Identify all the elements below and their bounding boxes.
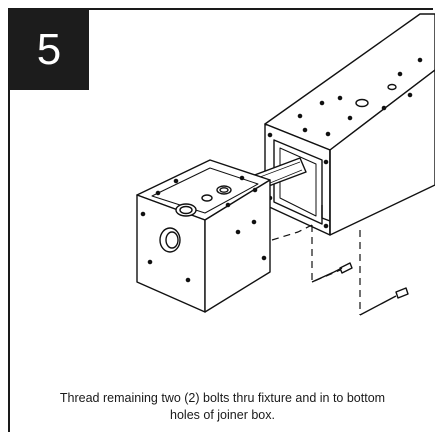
bolt-alignment-lines (271, 224, 361, 315)
assembly-illustration (136, 13, 435, 316)
instruction-line-1: Thread remaining two (2) bolts thru fixt… (59, 391, 386, 405)
instruction-caption: Thread remaining two (2) bolts thru fixt… (10, 390, 435, 424)
step-number: 5 (36, 24, 62, 74)
fixture-block (136, 159, 271, 313)
step-number-badge: 5 (9, 9, 89, 90)
bolt-1 (311, 262, 353, 283)
joiner-box-tube (264, 13, 435, 236)
bolt-2 (359, 287, 409, 316)
instruction-line-2: holes of joiner box. (170, 408, 275, 422)
panel-border (8, 8, 433, 432)
